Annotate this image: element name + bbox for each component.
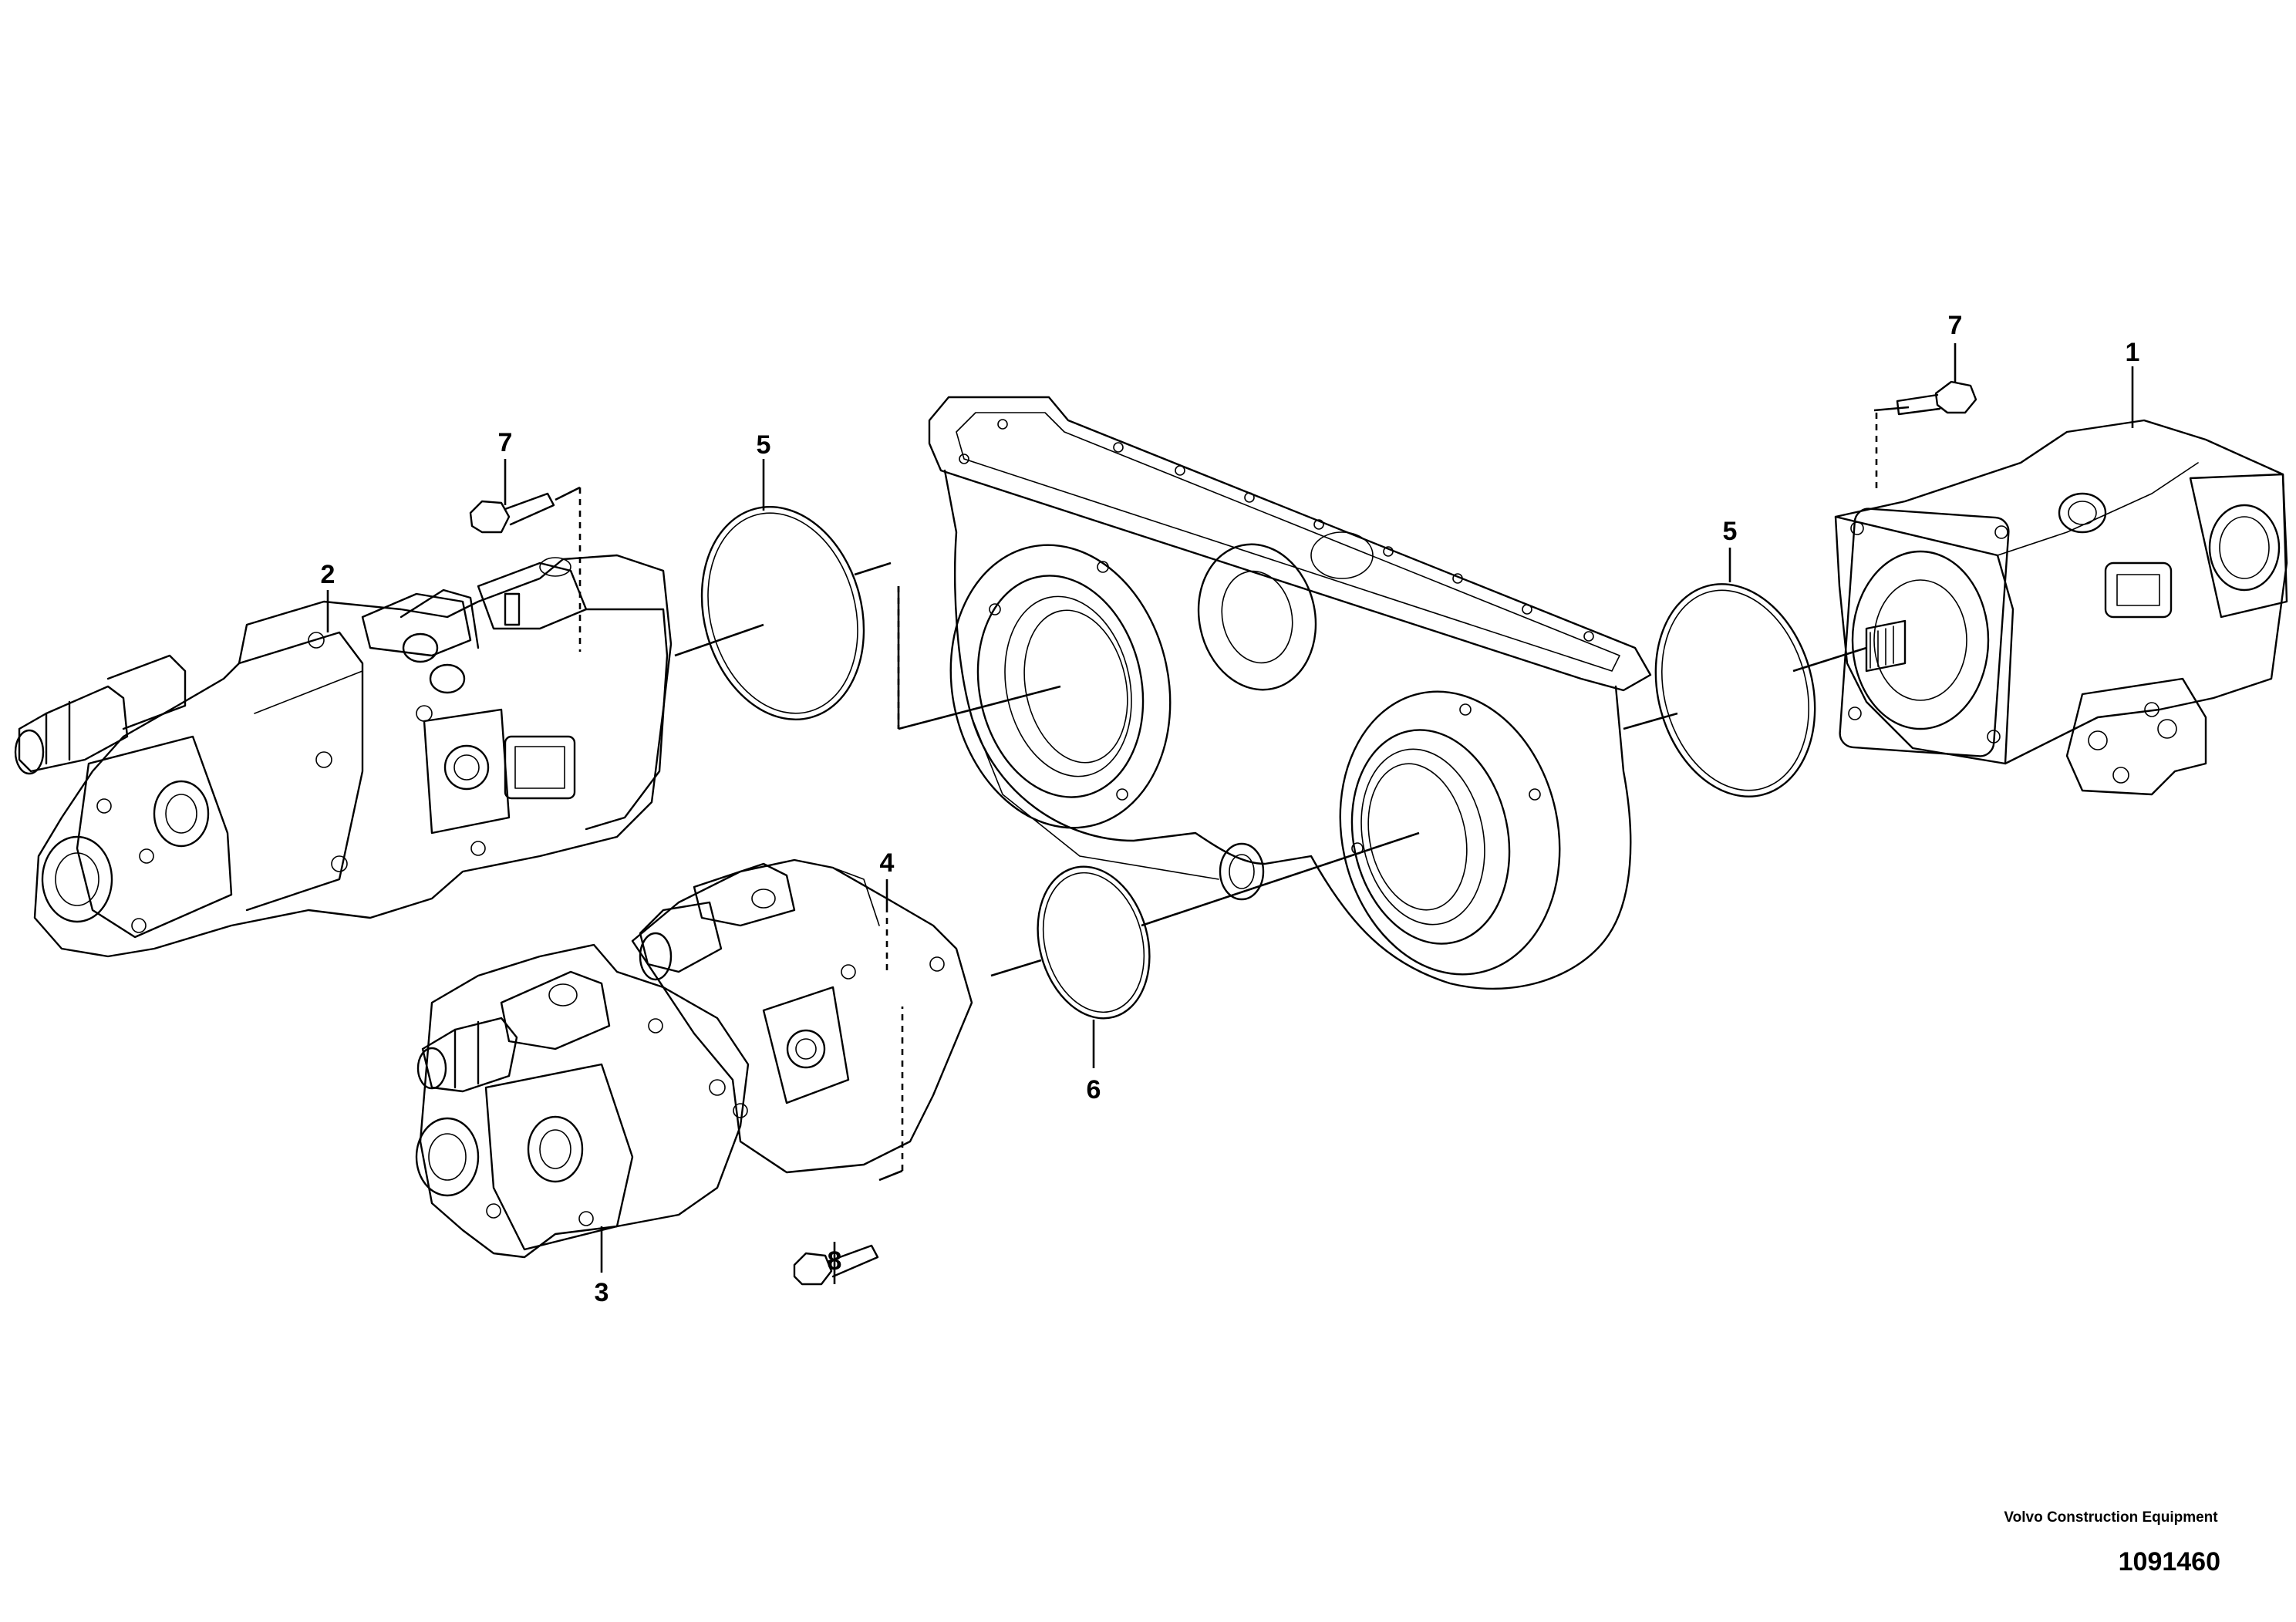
callout-1: 1	[2126, 338, 2140, 367]
lower-bore	[1339, 690, 1561, 976]
pump-4	[631, 858, 973, 1174]
brand-label: Volvo Construction Equipment	[2004, 1509, 2218, 1526]
o-ring-5-left	[700, 506, 865, 720]
drawing-reference-number: 1091460	[2118, 1547, 2220, 1576]
assembly-lines	[555, 406, 1910, 1182]
upper-bore	[949, 544, 1172, 829]
gearbox-housing	[928, 396, 1652, 990]
dashed-alignment-lines	[578, 413, 1878, 1171]
callout-5-right: 5	[1723, 517, 1738, 546]
callout-8: 8	[828, 1246, 842, 1276]
callout-4: 4	[880, 848, 895, 878]
callout-7-left: 7	[498, 428, 513, 457]
bolt-8	[793, 1244, 879, 1286]
middle-bore	[1197, 531, 1374, 691]
pump-2	[14, 554, 673, 958]
callout-5-left: 5	[757, 430, 771, 460]
o-ring-5-right	[1654, 583, 1816, 798]
bolt-7-right	[1896, 380, 1977, 416]
leader-lines	[326, 343, 2134, 1284]
callout-2: 2	[321, 560, 335, 589]
flange-bolt-holes	[959, 419, 1594, 642]
callout-6: 6	[1087, 1075, 1101, 1104]
pump-1	[1834, 419, 2288, 796]
callout-7-right: 7	[1948, 311, 1963, 340]
pump-3	[415, 943, 750, 1259]
callouts: 1 2 3 4 5 5 6 7 7 8	[321, 311, 2140, 1307]
callout-3: 3	[595, 1278, 609, 1307]
bolt-7-left	[469, 492, 555, 534]
o-ring-6	[1037, 865, 1151, 1020]
